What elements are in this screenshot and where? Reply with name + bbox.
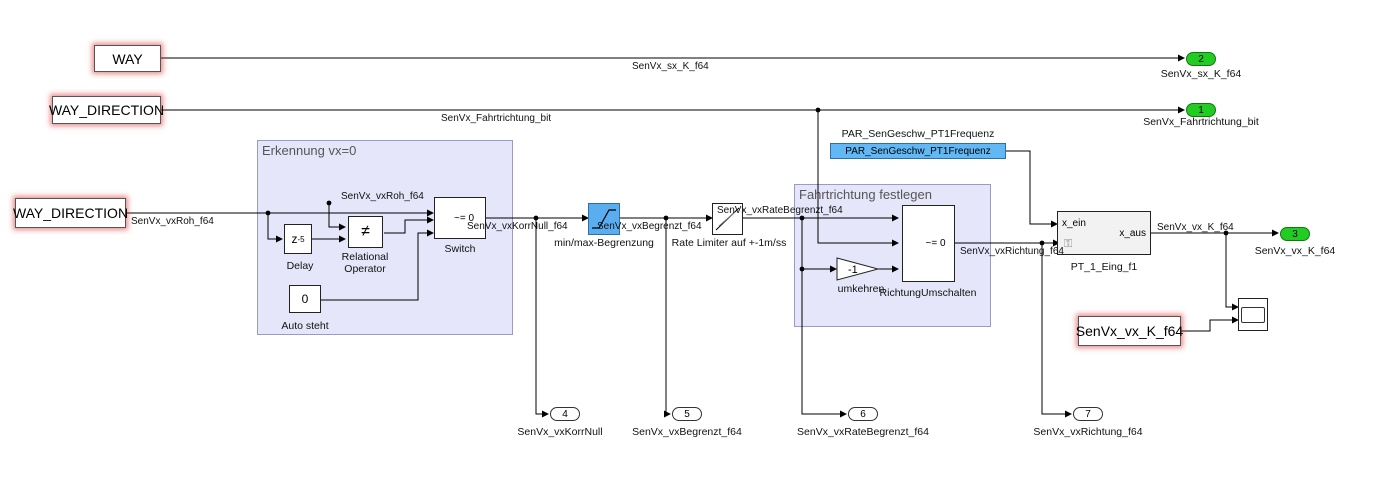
signal-label-begrenzt: SenVx_vxBegrenzt_f64 — [597, 221, 702, 232]
signal-label-vx-k: SenVx_vx_K_f64 — [1157, 222, 1234, 233]
constant-label: Auto steht — [281, 320, 329, 332]
delay-symbol: z — [291, 232, 298, 246]
outport-7-label: SenVx_vxRichtung_f64 — [1033, 426, 1143, 438]
signal-label-richtung: SenVx_vxRichtung_f64 — [960, 246, 1064, 257]
signal-label-vxroh-inner: SenVx_vxRoh_f64 — [341, 191, 424, 202]
signal-label-rate: SenVx_vxRateBegrenzt_f64 — [717, 205, 843, 216]
outport-3[interactable]: 3 — [1280, 227, 1310, 241]
gain-value: -1 — [848, 264, 858, 276]
outport-4[interactable]: 4 — [550, 407, 580, 421]
gain-label: umkehren — [837, 283, 885, 295]
scope-block[interactable] — [1238, 298, 1268, 331]
outport-2[interactable]: 2 — [1186, 52, 1216, 66]
outport-6-label: SenVx_vxRateBegrenzt_f64 — [797, 426, 929, 438]
switch2-text: ~= 0 — [925, 238, 946, 249]
area-erkennung-title: Erkennung vx=0 — [262, 143, 357, 158]
delay-label: Delay — [286, 260, 314, 272]
from-way-direction-left[interactable]: WAY_DIRECTION — [13, 198, 128, 228]
relop-label-2: Operator — [344, 263, 386, 275]
outport-3-label: SenVx_vx_K_f64 — [1254, 245, 1336, 257]
outport-4-label: SenVx_vxKorrNull — [517, 426, 603, 438]
area-fahrtrichtung: Fahrtrichtung festlegen — [794, 184, 991, 327]
from-senvx-vx-k[interactable]: SenVx_vx_K_f64 — [1076, 316, 1183, 346]
constant-block[interactable]: 0 — [289, 285, 321, 313]
switch2-label: RichtungUmschalten — [879, 287, 977, 299]
pt1-lock-icon: ⚿ — [1064, 238, 1073, 250]
pt1-label: PT_1_Eing_f1 — [1070, 261, 1138, 273]
richtung-umschalten-switch[interactable]: ~= 0 — [902, 205, 955, 282]
outport-2-label: SenVx_sx_K_f64 — [1160, 68, 1242, 80]
saturation-icon — [592, 209, 616, 229]
gain-block[interactable]: -1 — [836, 257, 882, 281]
delay-exponent: -5 — [297, 234, 305, 244]
signal-label-fahrtrichtung: SenVx_Fahrtrichtung_bit — [441, 113, 552, 124]
outport-5[interactable]: 5 — [672, 407, 702, 421]
param-block[interactable]: PAR_SenGeschw_PT1Frequenz — [830, 143, 1006, 159]
saturation-block[interactable] — [588, 203, 620, 235]
rate-limiter-block[interactable] — [712, 203, 743, 235]
relop-label-1: Relational — [341, 251, 389, 263]
rate-limiter-label: Rate Limiter auf +-1m/ss — [671, 237, 787, 249]
switch-text: ~= 0 — [453, 212, 475, 224]
rate-limiter-icon — [715, 207, 740, 231]
delay-block[interactable]: z-5 — [284, 224, 312, 254]
outport-6[interactable]: 6 — [848, 407, 878, 421]
pt1-out-port: x_aus — [1119, 228, 1146, 239]
signal-label-vxroh-outer: SenVx_vxRoh_f64 — [131, 216, 214, 227]
signal-label-sx: SenVx_sx_K_f64 — [632, 61, 709, 72]
from-way-direction-top[interactable]: WAY_DIRECTION — [49, 96, 164, 124]
switch-block[interactable]: ~= 0 — [434, 197, 486, 239]
scope-icon — [1241, 306, 1265, 323]
from-way[interactable]: WAY — [94, 45, 161, 72]
param-label: PAR_SenGeschw_PT1Frequenz — [841, 128, 995, 140]
signal-label-korrnull: SenVx_vxKorrNull_f64 — [467, 221, 568, 232]
outport-1[interactable]: 1 — [1186, 103, 1216, 117]
pt1-subsystem-block[interactable]: x_ein x_aus ⚿ — [1057, 211, 1151, 255]
area-fahrtrichtung-title: Fahrtrichtung festlegen — [799, 187, 932, 202]
relational-operator-block[interactable]: ≠ — [348, 216, 383, 248]
saturation-label: min/max-Begrenzung — [554, 237, 654, 249]
switch-label: Switch — [444, 243, 476, 255]
pt1-in-port: x_ein — [1062, 218, 1086, 229]
outport-7[interactable]: 7 — [1073, 407, 1103, 421]
outport-1-label: SenVx_Fahrtrichtung_bit — [1143, 116, 1259, 128]
outport-5-label: SenVx_vxBegrenzt_f64 — [632, 426, 742, 438]
